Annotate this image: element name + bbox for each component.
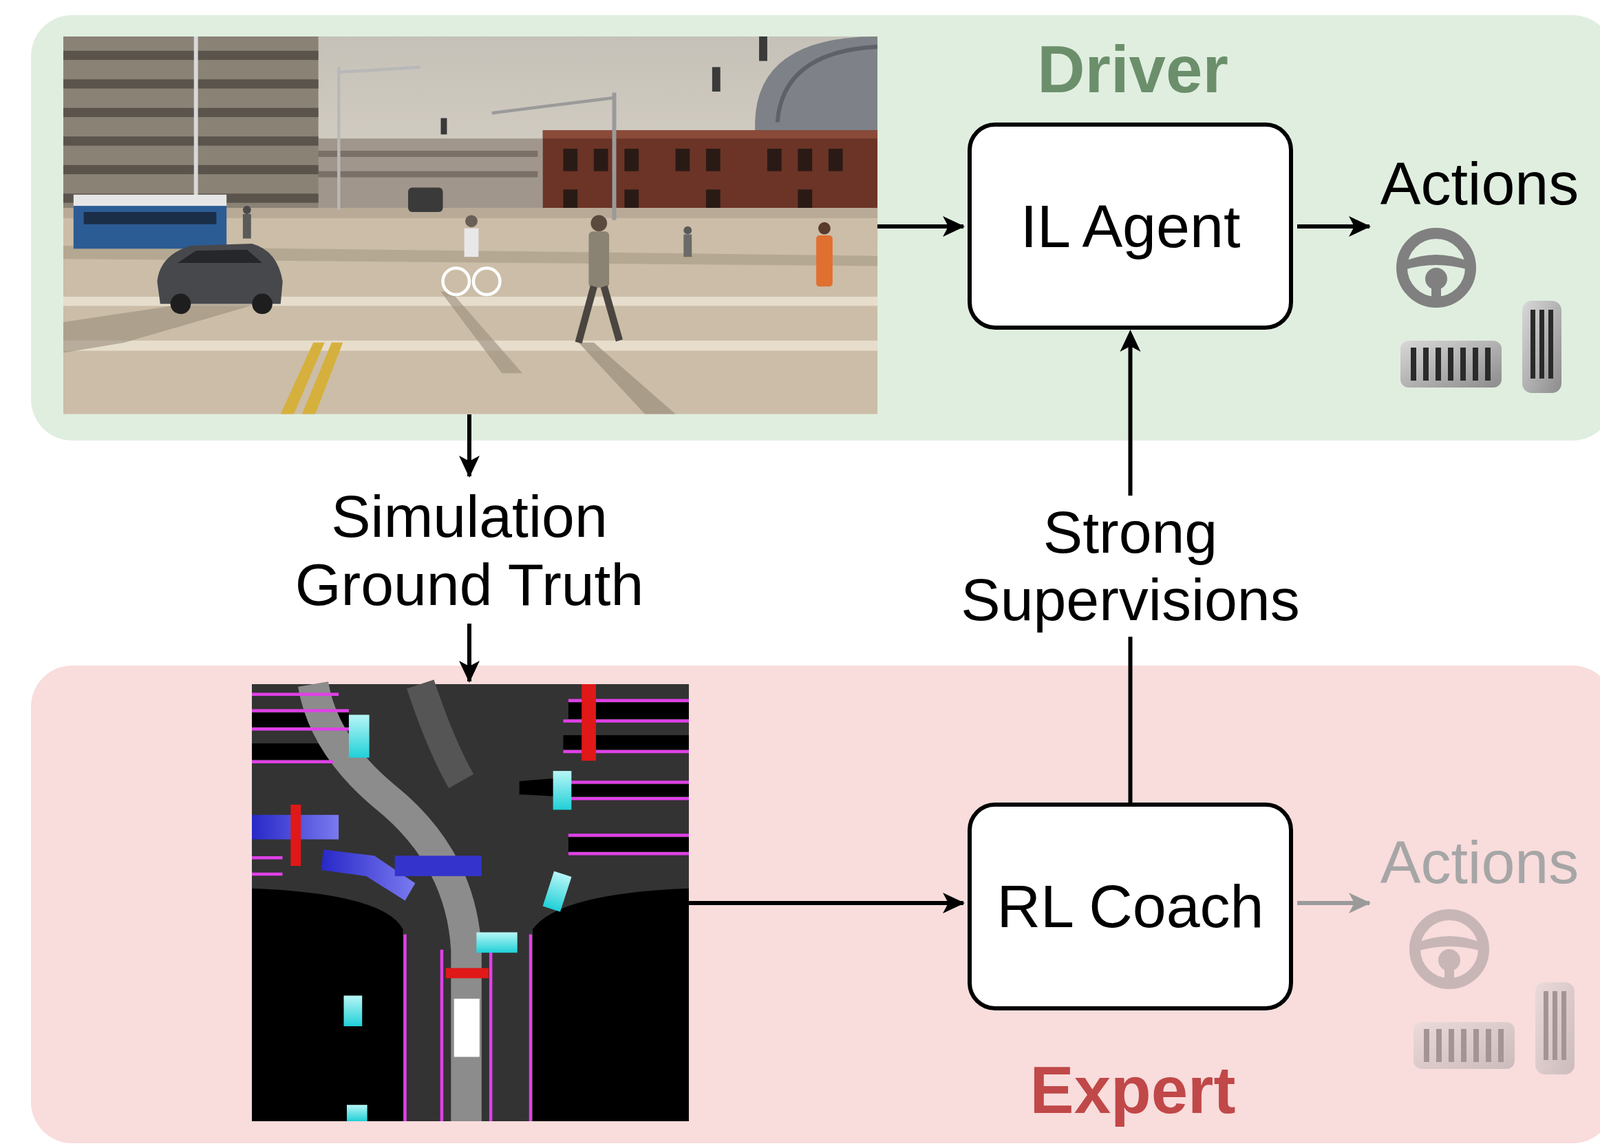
ground-truth-arrow [467,623,472,682]
region-band: Driver IL Agent [30,15,1600,441]
arrow-head [1120,329,1141,352]
diagram-label: Actions [1380,827,1580,897]
box-label: RL Coach [996,871,1264,941]
ground-truth-arrow [467,414,472,477]
region-title: Driver [1037,33,1229,106]
output-arrow-greyed [1297,900,1370,905]
edge-label: Strong Supervisions [924,495,1338,638]
diagram-label: Actions [1380,148,1580,219]
box-label: IL Agent [1020,191,1241,261]
birds-eye-view [251,684,689,1122]
region-title: Expert [1030,1053,1236,1127]
driver-region-ground [30,15,1600,441]
expert-region-ground [30,665,1600,1144]
process-box: IL Agent [967,122,1294,330]
input-arrow [877,224,964,229]
camera-image [63,36,878,415]
output-arrow [1297,224,1370,229]
controls-icon-greyed [1413,914,1575,1075]
controls-icon [1400,233,1562,393]
diagram-label: Simulation Ground Truth [262,482,676,619]
process-box: RL Coach [967,802,1294,1011]
input-arrow [688,900,964,905]
region-band: Expert RL Coach [30,665,1600,1144]
